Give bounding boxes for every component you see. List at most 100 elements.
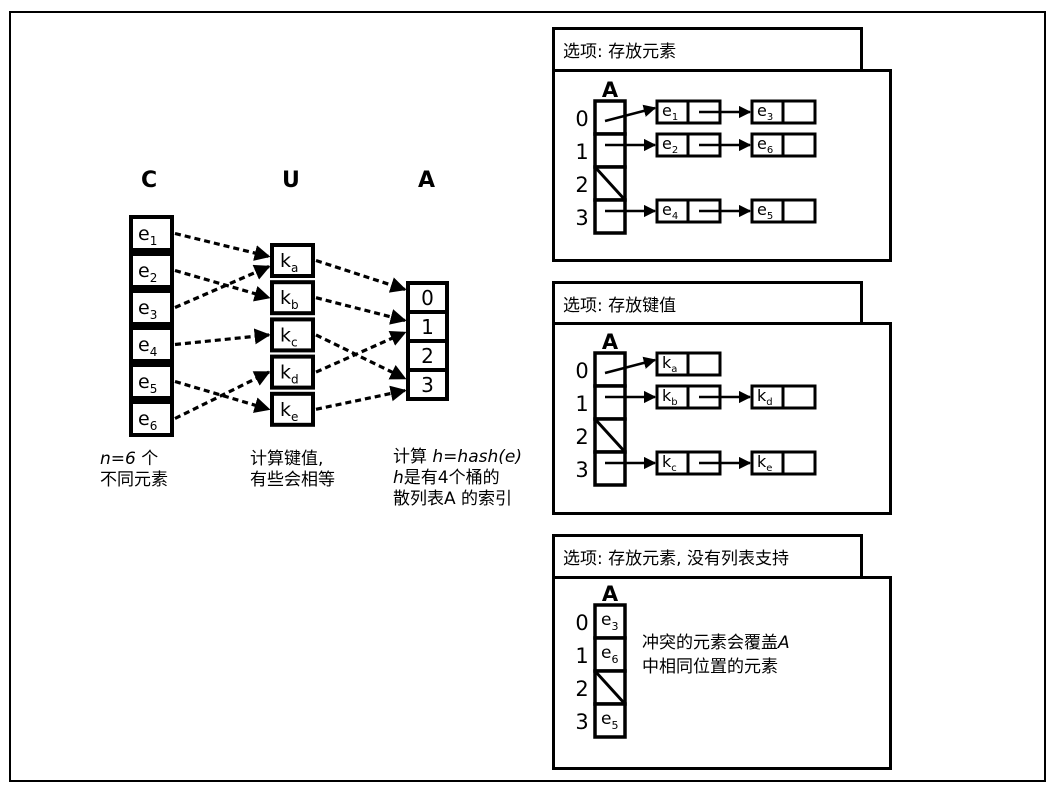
- panel-3-header: 选项: 存放元素, 没有列表支持: [552, 534, 863, 579]
- node-label-kc: kc: [662, 452, 677, 474]
- null-slash-2: [593, 417, 627, 454]
- node-next-cell: [781, 132, 817, 158]
- bucket-index-1: 1: [421, 315, 434, 339]
- array-index-3: 3: [575, 710, 588, 734]
- node-next-cell: [781, 99, 817, 125]
- element-label-e2: e2: [138, 260, 157, 285]
- array-index-1: 1: [575, 140, 588, 164]
- hash-arrow-e2: [174, 268, 271, 302]
- hash-arrow-e5: [174, 379, 271, 413]
- null-slash-2: [593, 669, 627, 706]
- hash-arrow-e1: [174, 231, 271, 261]
- list-node-e5: e5: [750, 198, 817, 224]
- element-label-e1: e1: [138, 223, 157, 248]
- key-label-ke: ke: [280, 399, 298, 424]
- element-box-e1: [129, 215, 174, 252]
- node-label-ka: ka: [662, 353, 677, 375]
- key-box-ka: [270, 243, 315, 278]
- array-slot-1: [593, 132, 627, 169]
- array-index-3: 3: [575, 206, 588, 230]
- index-arrow-kb: [315, 296, 407, 325]
- caption-c-n: n=6: [100, 449, 136, 469]
- caption-u: 计算键值, 有些会相等: [250, 449, 335, 491]
- panel-3-note-line2: 中相同位置的元素: [642, 657, 778, 677]
- slot-value-e3: e3: [601, 610, 618, 633]
- panel-3-note-line1: 冲突的元素会覆盖: [642, 633, 778, 653]
- array-index-2: 2: [575, 173, 588, 197]
- hash-arrow-e6: [174, 370, 271, 420]
- caption-c-line2: 不同元素: [100, 470, 168, 490]
- node-label-e1: e1: [662, 101, 678, 123]
- index-arrow-kc: [315, 333, 407, 380]
- header-a: A: [418, 168, 436, 193]
- hash-arrow-e4: [174, 328, 271, 347]
- caption-a-line3: 散列表A 的索引: [393, 489, 513, 509]
- node-label-e5: e5: [757, 200, 773, 222]
- array-index-0: 0: [575, 611, 588, 635]
- node-next-cell: [781, 384, 817, 410]
- node-label-e4: e4: [662, 200, 678, 222]
- key-label-ka: ka: [280, 250, 298, 275]
- key-label-kb: kb: [280, 287, 299, 312]
- array-label: A: [602, 78, 619, 102]
- slot-pointer-0: [604, 356, 657, 375]
- bucket-cell-3: [406, 368, 449, 401]
- bucket-cell-0: [406, 281, 449, 314]
- panel-2-header: 选项: 存放键值: [552, 281, 863, 325]
- node-next-cell: [781, 450, 817, 476]
- node-next-cell: [781, 198, 817, 224]
- caption-c-unit: 个: [135, 449, 159, 469]
- bucket-index-0: 0: [421, 286, 434, 310]
- array-slot-3: [593, 198, 627, 235]
- panel-2-title: 选项: 存放键值: [563, 295, 677, 316]
- node-label-kb: kb: [662, 386, 678, 408]
- node-label-e6: e6: [757, 134, 773, 156]
- element-box-e4: [129, 326, 174, 363]
- caption-a-h: h: [393, 468, 404, 488]
- panel-3-note-a: A: [778, 633, 790, 653]
- list-node-e3: e3: [750, 99, 817, 125]
- element-label-e4: e4: [138, 334, 157, 359]
- figure-frame: [9, 11, 1046, 782]
- caption-a: 计算 h=hash(e) h是有4个桶的 散列表A 的索引: [393, 447, 522, 510]
- panel-3-title: 选项: 存放元素, 没有列表支持: [563, 549, 789, 569]
- array-label: A: [602, 582, 619, 606]
- key-box-kb: [270, 280, 315, 316]
- index-arrow-ka: [315, 258, 407, 293]
- slot-pointer-0: [604, 104, 657, 123]
- node-label-kd: kd: [757, 386, 773, 408]
- key-box-kc: [270, 317, 315, 353]
- element-box-e5: [129, 363, 174, 400]
- key-box-kd: [270, 354, 315, 390]
- caption-a-formula: h=hash(e): [432, 447, 522, 467]
- caption-a-line2: 是有4个桶的: [403, 468, 500, 488]
- caption-c: n=6 个 不同元素: [100, 449, 168, 491]
- index-arrow-ke: [315, 385, 407, 411]
- node-label-e2: e2: [662, 134, 678, 156]
- key-box-ke: [270, 391, 315, 427]
- array-index-3: 3: [575, 458, 588, 482]
- list-node-ka: ka: [655, 351, 722, 377]
- caption-u-line1: 计算键值,: [250, 449, 324, 469]
- panel-1-title: 选项: 存放元素: [563, 42, 677, 62]
- list-node-e6: e6: [750, 132, 817, 158]
- node-label-ke: ke: [757, 452, 772, 474]
- panel-1-graphic: A0 e1 e3 1 e2 e6 2 3 e4 e5: [575, 78, 817, 235]
- list-node-kd: kd: [750, 384, 817, 410]
- element-label-e3: e3: [138, 297, 157, 322]
- array-slot-3: [593, 702, 627, 739]
- list-node-ke: ke: [750, 450, 817, 476]
- array-label: A: [602, 330, 619, 354]
- caption-a-prefix: 计算: [393, 447, 433, 467]
- element-label-e5: e5: [138, 371, 157, 396]
- array-index-0: 0: [575, 359, 588, 383]
- element-box-e2: [129, 252, 174, 289]
- array-index-2: 2: [575, 677, 588, 701]
- array-slot-3: [593, 450, 627, 487]
- element-box-e6: [129, 400, 174, 437]
- panel-1-header: 选项: 存放元素: [552, 27, 863, 72]
- array-index-1: 1: [575, 392, 588, 416]
- header-u: U: [282, 168, 300, 193]
- array-index-0: 0: [575, 107, 588, 131]
